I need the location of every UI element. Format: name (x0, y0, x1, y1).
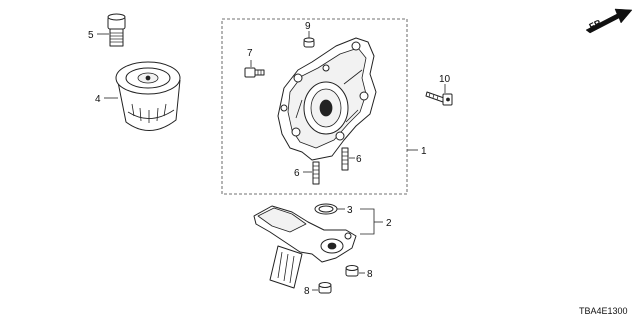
callout-10: 10 (439, 74, 451, 85)
callout-2: 2 (386, 218, 392, 229)
part-3-o-ring (314, 203, 338, 215)
callout-3: 3 (347, 205, 353, 216)
catalog-code: TBA4E1300 (579, 306, 628, 316)
callout-8a: 8 (367, 269, 373, 280)
callout-7: 7 (247, 48, 253, 59)
callout-6a: 6 (294, 168, 300, 179)
part-6-stud-right (341, 147, 349, 171)
part-5-filter-fitting (107, 13, 126, 47)
callout-4: 4 (95, 94, 101, 105)
front-marker-label: FR. (587, 16, 604, 31)
leader-2-bracket (360, 208, 375, 235)
part-2-oil-strainer (253, 205, 357, 289)
callout-1: 1 (421, 146, 427, 157)
part-6-stud-left (312, 161, 320, 185)
part-8-seal-bottom (318, 282, 332, 294)
callout-8b: 8 (304, 286, 310, 297)
callout-6b: 6 (356, 154, 362, 165)
front-arrow-icon (585, 8, 633, 34)
oil-pump-assembly-frame (221, 18, 408, 195)
callout-9: 9 (305, 21, 311, 32)
part-1-oil-pump (277, 37, 377, 161)
part-7-bolt (244, 67, 265, 78)
part-9-dowel-pin (303, 37, 315, 48)
callout-5: 5 (88, 30, 94, 41)
part-10-flange-bolt (425, 91, 453, 106)
part-4-oil-filter (115, 61, 181, 131)
front-direction-marker: FR. (585, 8, 633, 34)
part-8-seal-right (345, 265, 359, 277)
